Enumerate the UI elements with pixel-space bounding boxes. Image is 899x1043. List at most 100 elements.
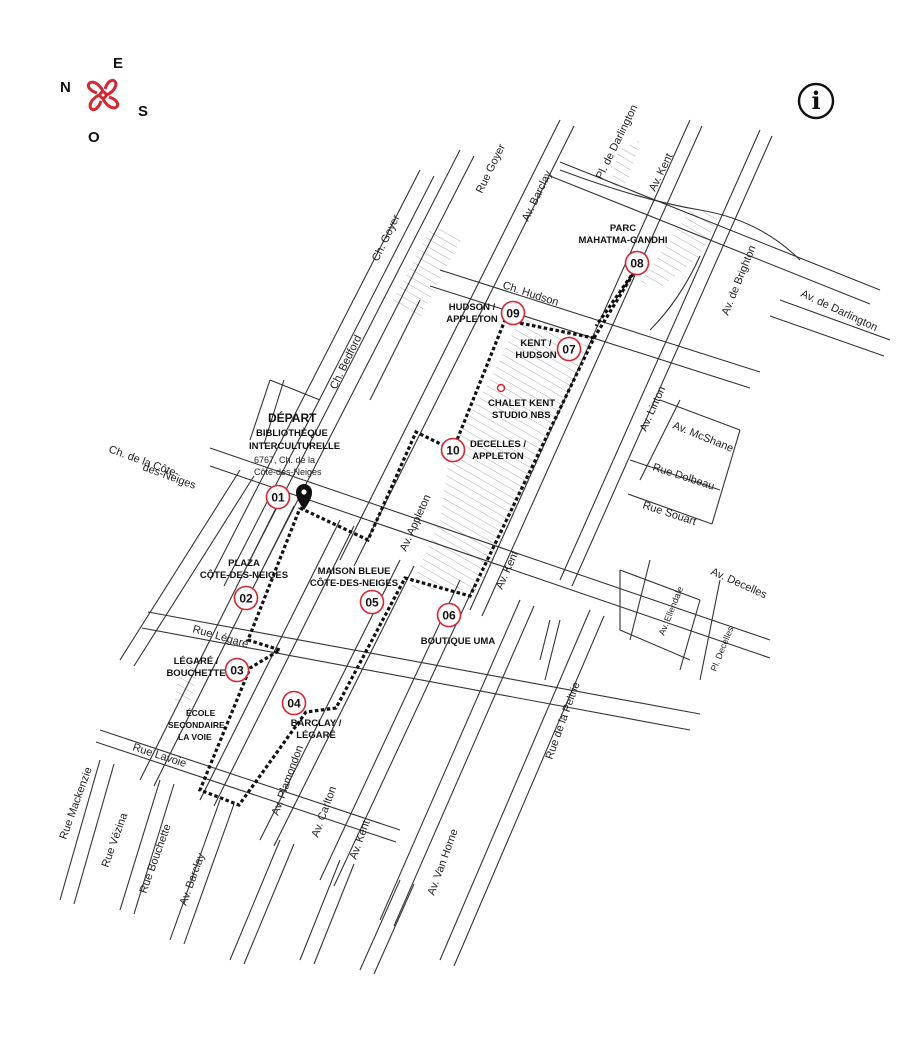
stop-number: 03 (230, 664, 244, 678)
stop-label: LÉGARÉ (296, 730, 336, 741)
street-label: Rue Légaré (191, 623, 250, 650)
poi-marker-icon (496, 383, 506, 393)
park-goyer (390, 226, 462, 318)
stop-label: BOUCHETTE (166, 668, 225, 679)
stop-07[interactable]: 07 KENT /HUDSON (515, 336, 582, 362)
stop-label: KENT / (520, 338, 552, 349)
street-label: Av. Decelles (709, 566, 769, 602)
stop-marker[interactable] (233, 585, 259, 611)
poi-label: STUDIO NBS (492, 410, 551, 421)
street-label: Av. Kent (494, 549, 521, 591)
depart-address: Côte-des-Neiges (254, 467, 322, 477)
stop-label: PLAZA (228, 558, 260, 569)
stop-number: 07 (562, 343, 576, 357)
info-icon[interactable]: i (797, 82, 835, 120)
street-label: Rue Vézina (100, 811, 131, 869)
stop-marker[interactable] (436, 602, 462, 628)
street-label: Rue Bouchette (138, 823, 174, 895)
street-label: Av. Carlton (310, 785, 340, 839)
stop-number: 09 (506, 307, 520, 321)
stop-label: BOUTIQUE UMA (421, 636, 496, 647)
depart-title: DÉPART (268, 410, 317, 425)
stop-number: 02 (239, 592, 253, 606)
street-label: Rue Souart (641, 499, 698, 528)
street-label: Ch. Bedford (328, 333, 365, 391)
stop-marker[interactable] (500, 300, 526, 326)
depart-block: DÉPART BIBLIOTHÈQUE INTERCULTURELLE 6767… (249, 410, 340, 510)
depart-place: BIBLIOTHÈQUE (256, 428, 328, 439)
stop-number: 08 (630, 257, 644, 271)
stop-marker[interactable] (440, 437, 466, 463)
park-darlington (610, 140, 640, 190)
stop-number: 04 (287, 697, 301, 711)
compass-north: N (60, 79, 71, 96)
depart-place: INTERCULTURELLE (249, 441, 340, 452)
street-label: Av. Linton (638, 385, 668, 434)
street-label: Rue Dolbeau (651, 461, 716, 492)
street-label: Av. Kent (647, 152, 676, 194)
poi-label: CHALET KENT (488, 398, 555, 409)
street-label: Av. Van Horne (426, 827, 461, 897)
montreal-flower-icon (86, 78, 120, 112)
compass-east: E (113, 55, 123, 72)
stop-number: 01 (271, 491, 285, 505)
stop-marker[interactable] (359, 589, 385, 615)
street-label: Av. Barclay (178, 851, 208, 907)
school-label: ÉCOLE SECONDAIRE LA VOIE (168, 708, 225, 742)
location-pin-icon (296, 484, 312, 510)
info-glyph: i (811, 86, 820, 115)
street-label: Rue Mackenzie (58, 766, 95, 841)
stop-marker[interactable] (265, 484, 291, 510)
stop-label: CÔTE-DES-NEIGES (310, 577, 398, 589)
walking-route (197, 318, 597, 807)
stop-03[interactable]: 03 LÉGARÉ /BOUCHETTE (166, 656, 250, 683)
stop-marker[interactable] (281, 690, 307, 716)
park-kent (410, 318, 595, 590)
stop-marker[interactable] (556, 336, 582, 362)
school-label-line: ÉCOLE (186, 708, 216, 718)
stop-label: BARCLAY / (291, 718, 342, 729)
stop-number: 06 (442, 609, 456, 623)
stop-label: APPLETON (472, 451, 524, 462)
poi-chalet-kent: CHALET KENT STUDIO NBS (488, 383, 555, 421)
stop-marker[interactable] (624, 250, 650, 276)
green-areas (174, 140, 720, 706)
compass-rose: N E S O (60, 55, 148, 146)
stop-label: APPLETON (446, 314, 498, 325)
stop-label: DECELLES / (470, 439, 526, 450)
park-mahatma-gandhi (640, 210, 720, 288)
compass-south: S (138, 103, 148, 120)
street-label: Av. Kent (348, 819, 373, 861)
stop-01[interactable]: 01 (265, 484, 291, 510)
street-label: Av. Ellendale (657, 585, 686, 637)
stop-label: LÉGARÉ / (174, 656, 219, 667)
stop-label: PARC (610, 223, 636, 234)
street-label: Av. Barclay (520, 169, 555, 224)
school-label-line: LA VOIE (178, 732, 212, 742)
stop-label: MAISON BLEUE (318, 566, 391, 577)
depart-address: 6767, Ch. de la (254, 455, 315, 465)
stop-number: 05 (365, 596, 379, 610)
stop-label: MAHATMA-GANDHI (578, 235, 667, 246)
street-label: Ch. Goyer (370, 213, 403, 264)
school-yard (174, 660, 200, 706)
street-label: Rue de la Peltrie (544, 680, 583, 761)
street-label: Rue Lavoie (131, 741, 188, 770)
walking-route-gandhi (592, 265, 640, 339)
stop-label: HUDSON (515, 350, 556, 361)
school-label-line: SECONDAIRE (168, 720, 225, 730)
stop-marker[interactable] (224, 657, 250, 683)
street-label: Rue Goyer (474, 142, 508, 195)
compass-west: O (88, 129, 100, 146)
stop-label: CÔTE-DES-NEIGES (200, 569, 288, 581)
street-label: Pl. Decelles (709, 624, 736, 672)
